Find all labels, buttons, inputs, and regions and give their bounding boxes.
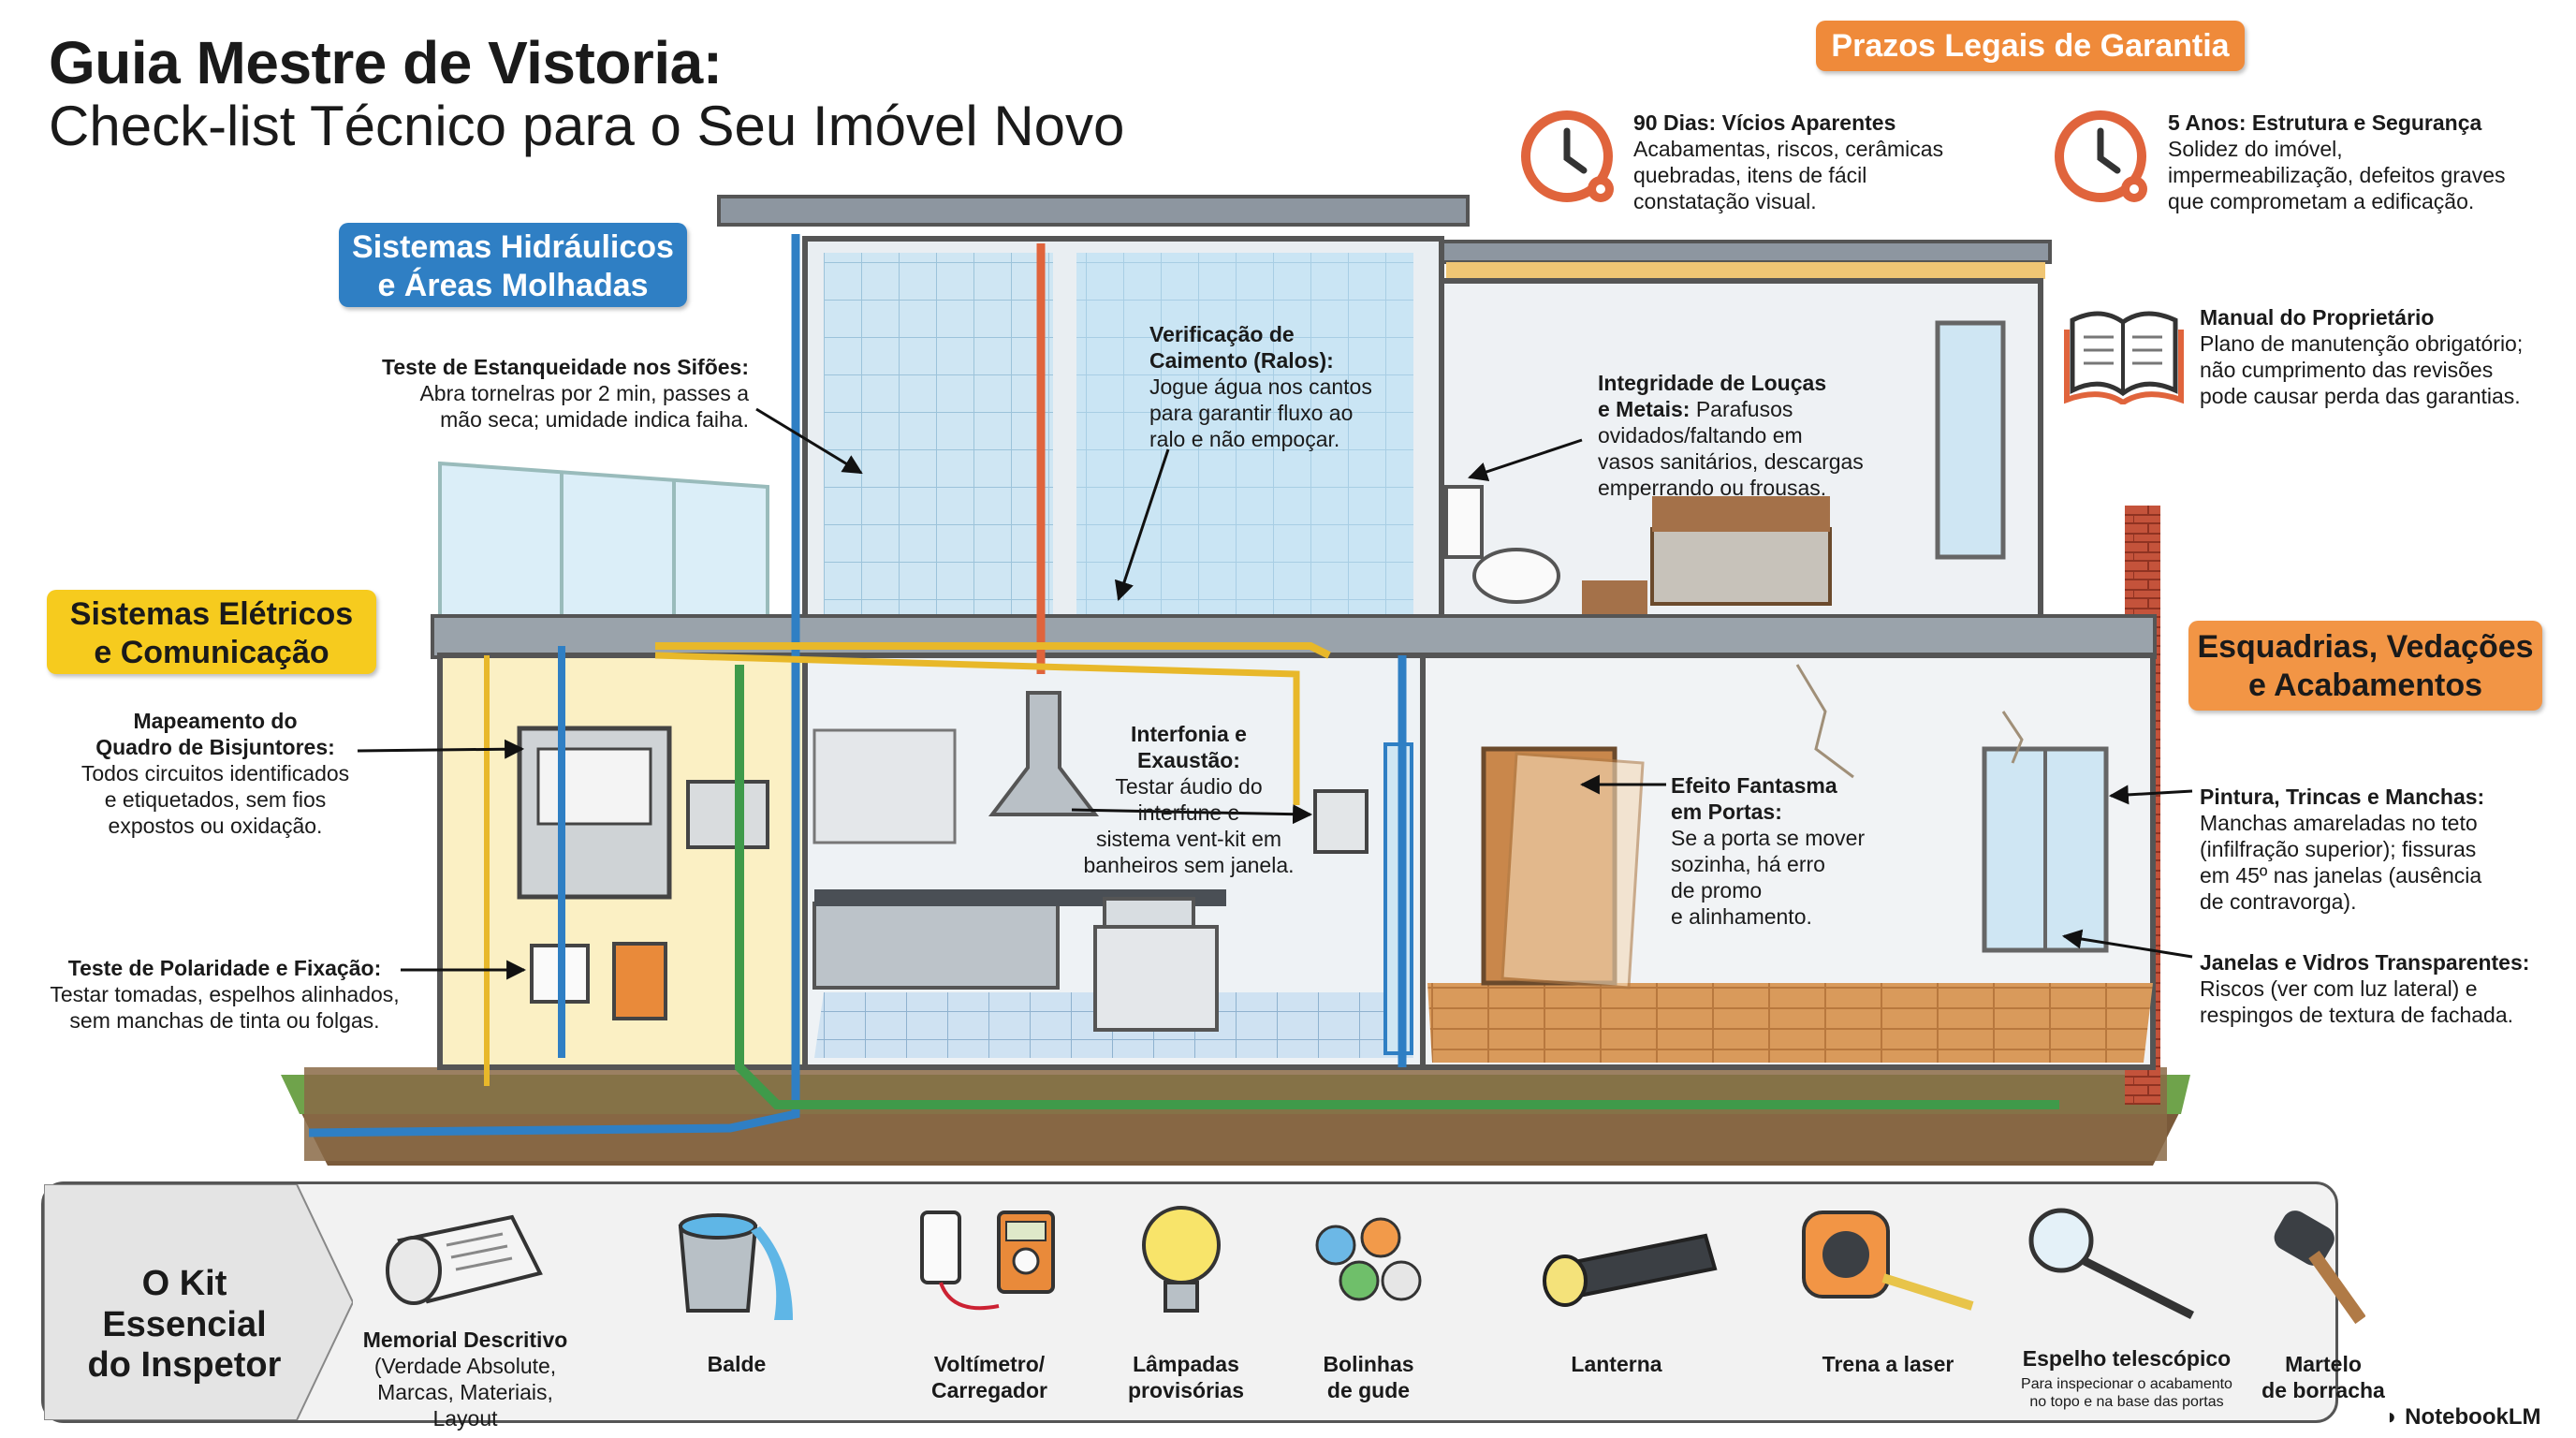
callout-loucas-text: Parafusos ovidados/faltando em vasos san… (1598, 397, 1864, 501)
guarantee-manual: Manual do Proprietário Plano de manutenç… (2200, 304, 2555, 409)
marbles-icon (1315, 1217, 1422, 1301)
page-title: Guia Mestre de Vistoria: (49, 29, 723, 96)
kit-item-bolinhas: Bolinhas de gude (1323, 1352, 1414, 1403)
callout-polaridade-heading: Teste de Polaridade e Fixação: (67, 956, 382, 980)
callout-caimento-text: Jogue água nos cantos para garantir flux… (1149, 374, 1372, 452)
callout-loucas-heading: Integridade de Louças e Metais: (1598, 371, 1827, 422)
callout-quadro-text: Todos circuitos identificados e etiqueta… (80, 761, 350, 839)
callout-quadro-heading: Mapeamento do Quadro de Bisjuntores: (95, 709, 335, 760)
callout-polaridade-text: Testar tomadas, espelhos alinhados, sem … (50, 982, 400, 1034)
callout-pintura: Pintura, Trincas e Manchas: Manchas amar… (2200, 784, 2565, 915)
callout-fantasma-heading: Efeito Fantasma em Portas: (1671, 773, 1837, 825)
flashlight-icon (1543, 1233, 1718, 1307)
callout-janelas-text: Riscos (ver com luz lateral) e respingos… (2200, 976, 2514, 1028)
guarantee-90-dias: 90 Dias: Vícios Aparentes Acabamentas, r… (1633, 110, 2008, 214)
callout-sifoes-text: Abra tornelras por 2 min, passes a mão s… (419, 381, 749, 433)
kit-item-balde: Balde (707, 1352, 767, 1376)
guarantee-90-heading: 90 Dias: Vícios Aparentes (1633, 110, 1896, 135)
clock-gear-icon (1521, 110, 1614, 202)
kit-title-chevron (44, 1184, 353, 1420)
rubber-mallet-icon (2274, 1211, 2365, 1325)
tape-measure-icon (1802, 1211, 1974, 1311)
callout-caimento-heading: Verificação de Caimento (Ralos): (1149, 322, 1334, 374)
guarantee-5-text: Solidez do imóvel, impermeabilização, de… (2168, 137, 2506, 214)
inspector-kit-panel: O Kit Essencial do Inspetor (41, 1181, 2385, 1431)
callout-fantasma: Efeito Fantasma em Portas: Se a porta se… (1671, 772, 1914, 930)
callout-pintura-text: Manchas amareladas no teto (infilfração … (2200, 811, 2482, 915)
kit-item-memorial: Memorial Descritivo (362, 1328, 568, 1352)
guarantee-manual-heading: Manual do Proprietário (2200, 305, 2435, 330)
brand-logo: ◗ NotebookLM (2385, 1404, 2540, 1431)
callout-polaridade: Teste de Polaridade e Fixação: Testar to… (37, 955, 412, 1034)
kit-item-memorial-sub: (Verdade Absolute, Marcas, Materiais, La… (373, 1354, 557, 1431)
callout-interfonia: Interfonia e Exaustão: Testar áudio do i… (1067, 721, 1310, 878)
kit-item-espelho-sub: Para inspecionar o acabamento no topo e … (2021, 1376, 2232, 1411)
page-subtitle: Check-list Técnico para o Seu Imóvel Nov… (49, 95, 1125, 157)
multimeter-icon (920, 1211, 1055, 1311)
notebooklm-logo-icon: ◗ (2385, 1404, 2399, 1430)
kit-item-voltimetro: Voltímetro/ Carregador (931, 1352, 1047, 1403)
bucket-icon (678, 1213, 793, 1320)
callout-caimento: Verificação de Caimento (Ralos): Jogue á… (1149, 321, 1421, 452)
callout-fantasma-text: Se a porta se mover sozinha, há erro de … (1671, 826, 1866, 930)
callout-quadro: Mapeamento do Quadro de Bisjuntores: Tod… (56, 708, 374, 839)
callout-loucas: Integridade de Louças e Metais: Parafuso… (1598, 370, 1907, 501)
kit-title: O Kit Essencial do Inspetor (87, 1264, 282, 1386)
section-esquadrias: Esquadrias, Vedações e Acabamentos (2188, 621, 2542, 711)
guarantee-5-heading: 5 Anos: Estrutura e Segurança (2168, 110, 2482, 135)
callout-janelas-heading: Janelas e Vidros Transparentes: (2200, 950, 2530, 975)
callout-interfonia-text: Testar áudio do interfune e sistema vent… (1083, 774, 1295, 878)
guarantee-90-text: Acabamentas, riscos, cerâmicas quebradas… (1633, 137, 1944, 214)
callout-pintura-heading: Pintura, Trincas e Manchas: (2200, 785, 2485, 809)
kit-item-martelo: Martelo de borracha (2261, 1352, 2385, 1403)
guarantee-manual-text: Plano de manutenção obrigatório; não cum… (2200, 331, 2524, 409)
section-eletrica: Sistemas Elétricos e Comunicação (47, 590, 376, 674)
callout-interfonia-heading: Interfonia e Exaustão: (1131, 722, 1247, 773)
guarantee-5-anos: 5 Anos: Estrutura e Segurança Solidez do… (2168, 110, 2561, 214)
callout-sifoes: Teste de Estanqueidade nos Sifões: Abra … (309, 354, 749, 433)
light-bulb-icon (1142, 1206, 1221, 1313)
section-prazos: Prazos Legais de Garantia (1816, 21, 2245, 71)
clock-gear-icon-2 (2055, 110, 2147, 202)
brand-name: NotebookLM (2405, 1404, 2541, 1430)
kit-item-lampadas: Lâmpadas provisórias (1128, 1352, 1244, 1403)
callout-sifoes-heading: Teste de Estanqueidade nos Sifões: (382, 355, 749, 379)
open-book-icon (2064, 311, 2184, 404)
section-hidraulica: Sistemas Hidráulicos e Áreas Molhadas (339, 223, 687, 307)
telescopic-mirror-icon (2028, 1208, 2195, 1320)
kit-item-trena: Trena a laser (1822, 1352, 1954, 1376)
kit-item-espelho: Espelho telescópico (2022, 1346, 2232, 1371)
kit-item-lanterna: Lanterna (1571, 1352, 1662, 1376)
callout-janelas: Janelas e Vidros Transparentes: Riscos (… (2200, 949, 2565, 1028)
document-scroll-icon (386, 1214, 543, 1305)
